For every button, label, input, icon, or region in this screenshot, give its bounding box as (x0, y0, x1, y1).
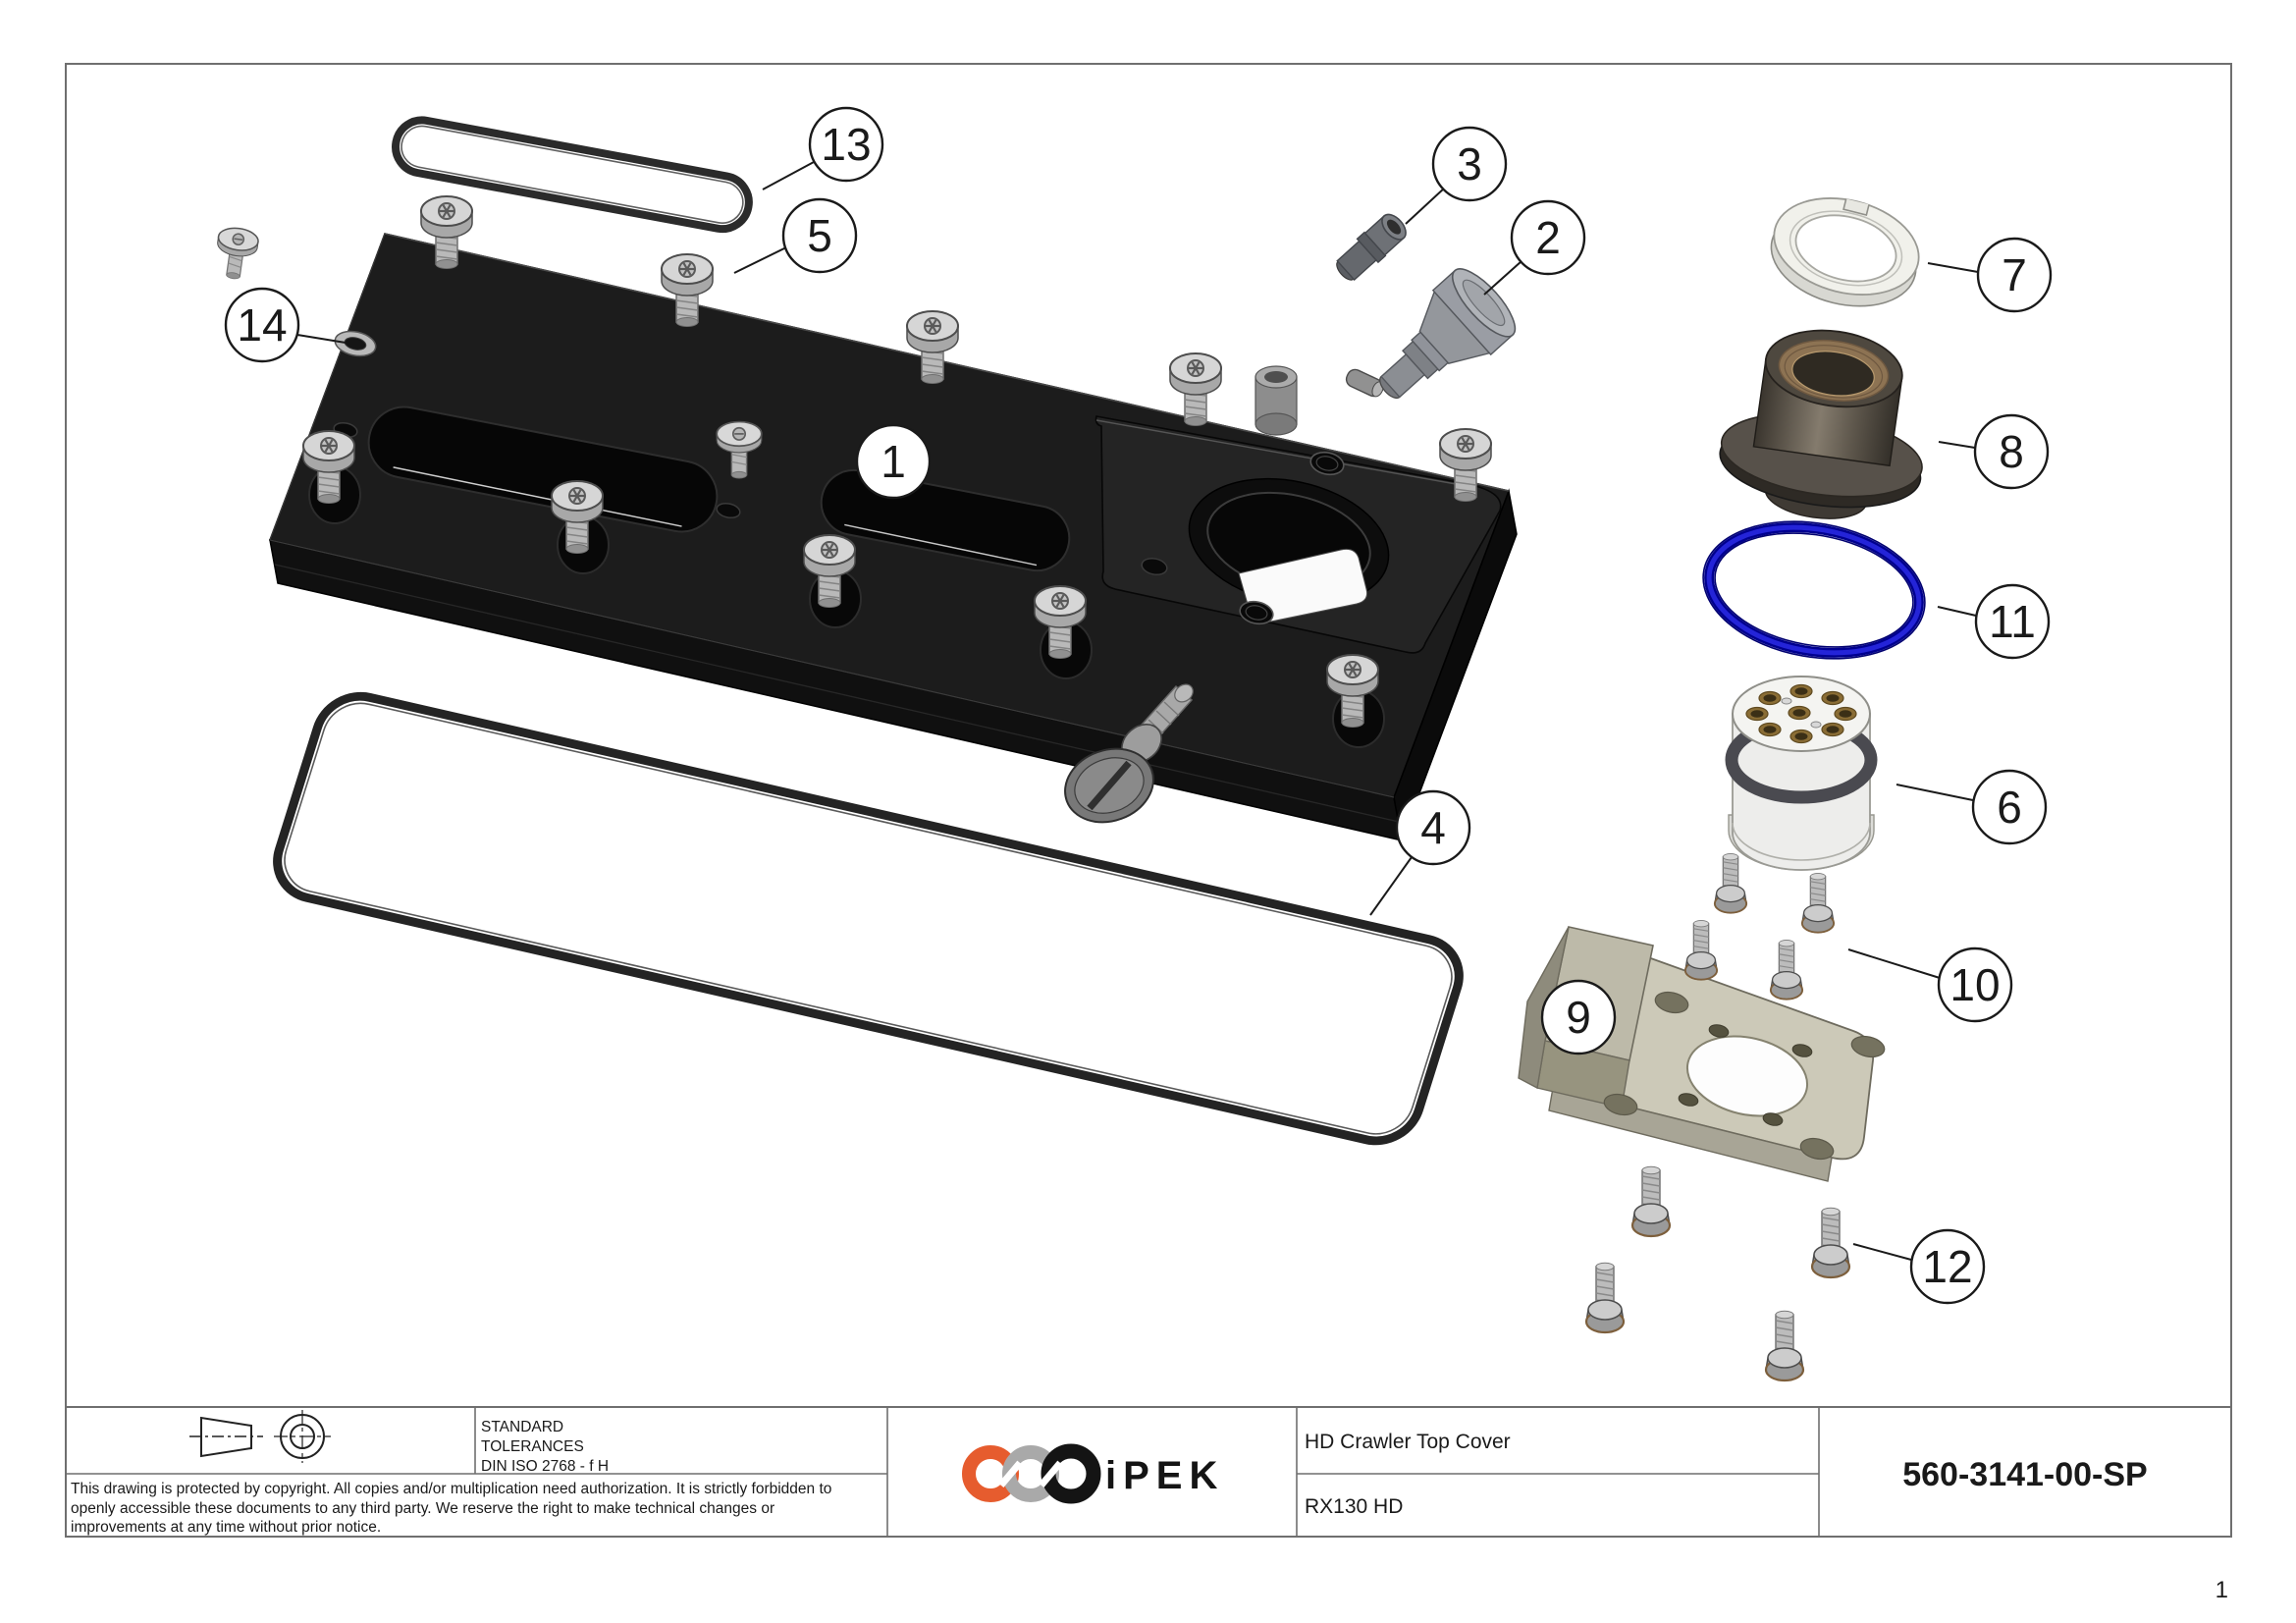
drawing-model: RX130 HD (1305, 1495, 1403, 1518)
leader-4 (1369, 856, 1413, 916)
balloon-11-number: 11 (1989, 596, 2036, 647)
part-6-connector-insert (1725, 676, 1878, 871)
drawing-title: HD Crawler Top Cover (1305, 1431, 1511, 1453)
balloon-6-number: 6 (1997, 782, 2022, 833)
balloon-2-number: 2 (1535, 212, 1561, 263)
title-cells: HD Crawler Top Cover RX130 HD 560-3141-0… (1305, 1431, 2148, 1518)
logo-wordmark: iPEK (1105, 1454, 1224, 1497)
tolerances-cell: STANDARD TOLERANCES DIN ISO 2768 - f H (481, 1419, 609, 1475)
tolerances-line3: DIN ISO 2768 - f H (481, 1458, 609, 1475)
part-11-blue-oring (1702, 520, 1926, 660)
part-6-contact-holes (1745, 683, 1857, 744)
bracket-small-holes (1678, 1024, 1813, 1126)
balloon-12-number: 12 (1922, 1241, 1972, 1292)
copyright-line3: improvements at any time without prior n… (71, 1519, 381, 1536)
balloon-7: 7 (1976, 237, 2053, 313)
balloon-2: 2 (1510, 199, 1586, 276)
balloon-10: 10 (1937, 947, 2013, 1023)
leader-2 (1483, 260, 1522, 296)
part-10-screws (1683, 852, 1836, 1001)
captive-thumbscrew (1064, 683, 1194, 824)
balloon-9-number: 9 (1566, 992, 1591, 1043)
tolerances-line2: TOLERANCES (481, 1438, 584, 1455)
balloon-8-number: 8 (1999, 426, 2024, 477)
part-1-top-cover-plate (268, 233, 1518, 843)
balloon-3: 3 (1431, 126, 1508, 202)
leader-12 (1852, 1243, 1912, 1261)
balloon-3-number: 3 (1457, 138, 1482, 189)
dowel-pin (1345, 368, 1384, 398)
projection-symbol (189, 1410, 331, 1463)
part-14-countersunk-screw-floating (212, 225, 261, 283)
balloon-11: 11 (1974, 583, 2051, 660)
leader-11 (1937, 606, 1977, 617)
ipek-logo: iPEK (962, 1443, 1224, 1504)
part-number: 560-3141-00-SP (1902, 1456, 2148, 1493)
balloon-14: 14 (224, 287, 300, 363)
plate-slot-left (367, 406, 719, 533)
part-8-threaded-bushing (1719, 329, 1923, 519)
leader-8 (1938, 441, 1976, 449)
page-number: 1 (2216, 1577, 2228, 1603)
plate-threaded-hole-2 (1239, 600, 1274, 625)
balloon-13-number: 13 (821, 119, 871, 170)
balloon-7-number: 7 (2002, 249, 2027, 300)
part-3-plug (1336, 213, 1407, 281)
copyright-line2: openly accessible these documents to any… (71, 1500, 774, 1517)
balloon-1-number: 1 (881, 436, 906, 487)
copyright-cell: This drawing is protected by copyright. … (71, 1481, 831, 1536)
leader-13 (762, 161, 815, 190)
balloon-14-number: 14 (237, 299, 287, 351)
balloon-4: 4 (1395, 789, 1471, 866)
plate-countersunk-hole (334, 330, 377, 357)
balloon-9: 9 (1540, 979, 1617, 1055)
leader-5 (733, 246, 787, 274)
balloon-13: 13 (808, 106, 884, 183)
balloon-1: 1 (855, 423, 932, 500)
leader-7 (1927, 262, 1979, 273)
part-2-connector (1379, 268, 1517, 400)
part-13-oval-gasket (392, 116, 753, 234)
part-12-screws (1584, 1165, 1851, 1382)
bracket-main-hole (1685, 1035, 1809, 1117)
plate-hole-small-2 (716, 502, 741, 519)
balloon-8: 8 (1973, 413, 2050, 490)
balloon-4-number: 4 (1420, 802, 1446, 853)
balloon-10-number: 10 (1949, 959, 2000, 1010)
part-4-cover-gasket (273, 691, 1464, 1146)
tolerances-line1: STANDARD (481, 1419, 563, 1435)
copyright-line1: This drawing is protected by copyright. … (71, 1481, 831, 1497)
sheet-frame (65, 63, 2232, 1538)
plate-main-opening (1188, 477, 1390, 624)
leader-6 (1896, 784, 1974, 801)
balloon-6: 6 (1971, 769, 2048, 845)
leader-10 (1847, 948, 1941, 979)
balloon-5-number: 5 (807, 210, 832, 261)
part-7-retaining-ring (1770, 197, 1920, 307)
plate-hole-small-3 (1141, 557, 1168, 576)
plate-threaded-hole-1 (1309, 451, 1345, 476)
balloon-leaders (296, 161, 1979, 1261)
leader-3 (1405, 187, 1446, 225)
balloon-12: 12 (1909, 1228, 1986, 1305)
plate-receptacle-stub (1255, 365, 1298, 436)
bracket-corner-holes (1603, 991, 1886, 1161)
balloon-5: 5 (781, 197, 858, 274)
leader-14 (296, 334, 347, 344)
